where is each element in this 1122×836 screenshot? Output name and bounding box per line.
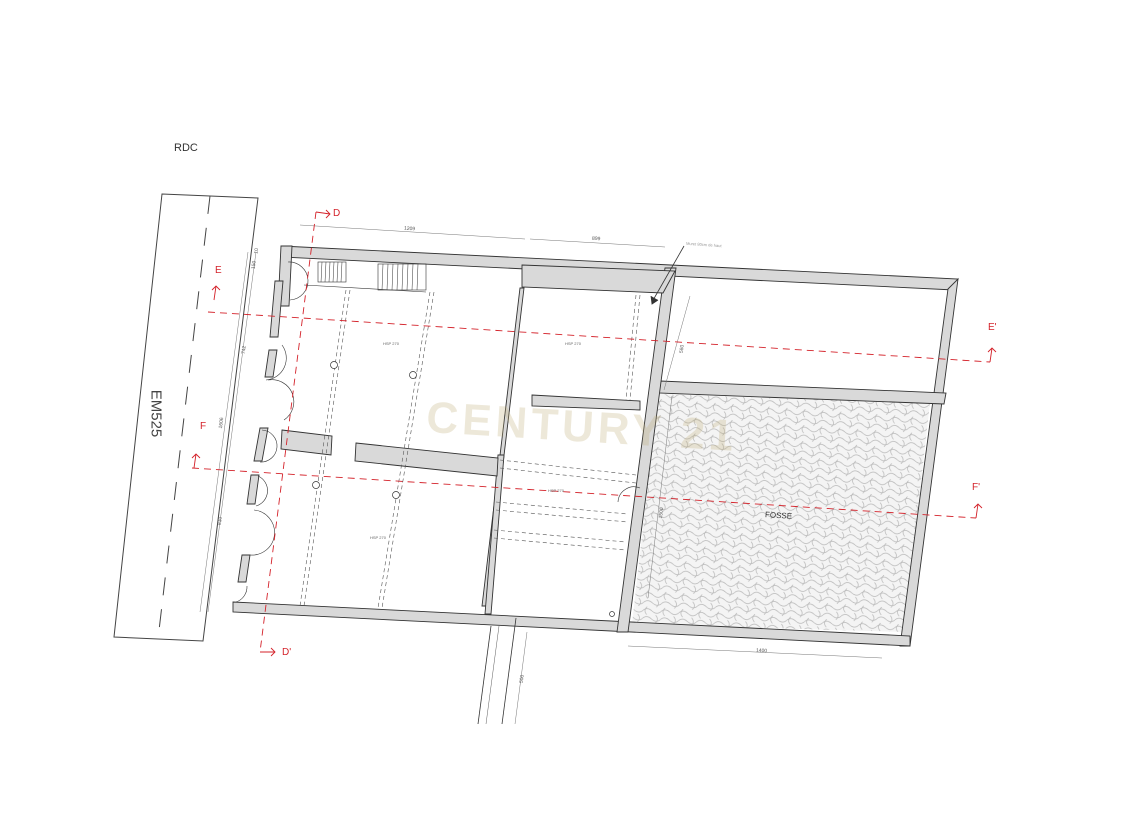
section-label-d-end: D' <box>282 647 292 658</box>
wall-fosse-left <box>616 267 677 633</box>
wall-corridor-top <box>521 264 676 294</box>
wall-inner-b <box>484 454 505 615</box>
wall-left-pier-4 <box>246 474 260 505</box>
section-line-e <box>207 311 991 363</box>
dim-left-small: 10 <box>253 247 261 255</box>
columns <box>312 361 615 617</box>
wall-left-pier-1 <box>269 280 284 338</box>
wall-left-pier-3 <box>253 427 269 462</box>
height-label: HSP 270 <box>383 341 399 346</box>
section-markers <box>191 209 997 657</box>
wall-left-pier-5 <box>237 554 251 583</box>
dim-top-right: 899 <box>591 235 601 243</box>
dimension-lines <box>199 224 883 725</box>
dim-bottom-corridor: 500 <box>518 674 526 684</box>
road-strip <box>113 193 259 642</box>
section-line-d <box>259 211 317 653</box>
wall-beam-2 <box>531 394 641 411</box>
wall-stub <box>280 429 333 456</box>
wall-left-pier-2 <box>264 349 278 378</box>
fosse-area <box>632 394 930 632</box>
dim-left-top-small: 150 <box>250 260 258 270</box>
beam-lines <box>299 289 641 609</box>
height-label: HSP 270 <box>548 488 564 493</box>
height-label: HSP 270 <box>370 535 386 540</box>
dim-bottom-right: 1400 <box>755 647 768 655</box>
section-label-f: F <box>200 421 207 432</box>
wall-beam-1 <box>354 442 499 477</box>
dim-left-lower: 810 <box>216 516 224 526</box>
street-label: EM525 <box>147 389 165 438</box>
dim-right-middle: 580 <box>678 344 686 354</box>
floor-label: RDC <box>174 142 198 154</box>
annotation-arrow <box>650 245 685 305</box>
walls <box>232 245 959 647</box>
section-label-e-end: E' <box>988 322 997 333</box>
room-label-fosse: FOSSE <box>764 510 793 521</box>
doors <box>235 261 641 603</box>
wall-bottom <box>232 601 911 647</box>
section-line-f <box>191 467 977 519</box>
dim-left-upper: 742 <box>240 345 248 355</box>
section-label-d: D <box>333 208 341 219</box>
corridor <box>477 617 517 725</box>
height-label: HSP 270 <box>565 341 581 346</box>
section-label-e: E <box>215 265 222 276</box>
section-lines <box>191 211 991 653</box>
section-label-f-end: F' <box>972 482 981 493</box>
dim-top-left: 1209 <box>403 225 416 233</box>
